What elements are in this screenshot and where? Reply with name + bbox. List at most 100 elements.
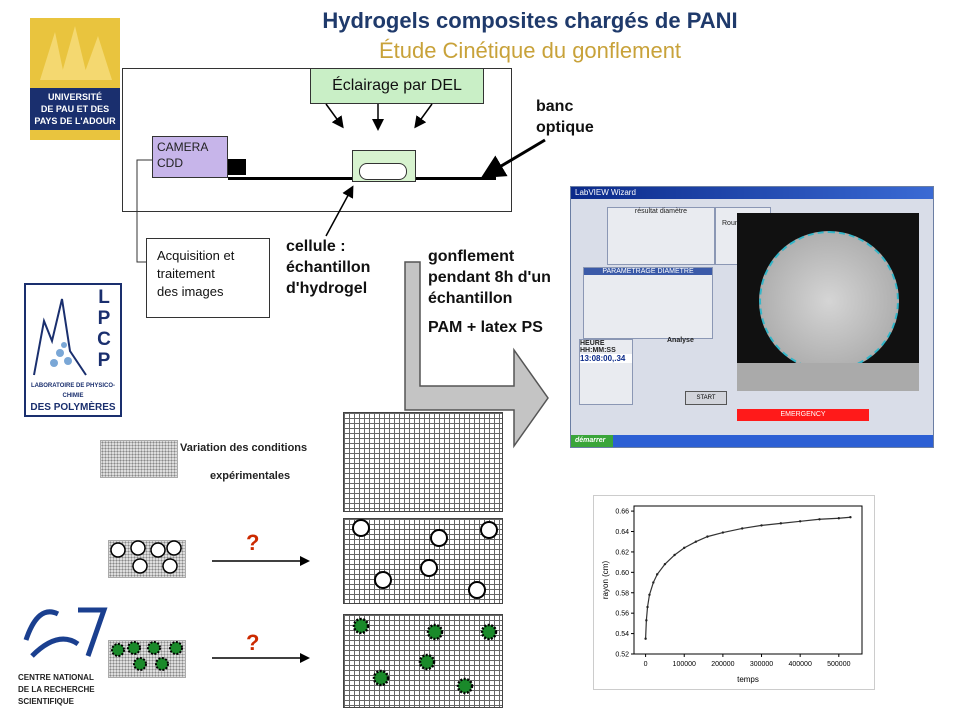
uppa-logo: UNIVERSITÉ DE PAU ET DES PAYS DE L'ADOUR xyxy=(30,18,120,140)
acquisition-line-3: des images xyxy=(157,284,224,299)
start-button-label: START xyxy=(696,395,716,401)
cell-label-1: cellule : xyxy=(286,238,346,255)
x-tick-label: 100000 xyxy=(673,661,696,668)
y-tick-label: 0.60 xyxy=(615,570,629,577)
y-tick-label: 0.52 xyxy=(615,652,629,659)
taskbar: démarrer xyxy=(571,435,933,447)
data-point xyxy=(779,522,783,525)
uppa-caption: UNIVERSITÉ DE PAU ET DES PAYS DE L'ADOUR xyxy=(30,88,120,130)
hydrogel-sample-plain xyxy=(100,440,178,478)
white-particles-large xyxy=(352,519,498,599)
question-mark-1: ? xyxy=(246,530,260,555)
led-arrow-right xyxy=(414,103,433,129)
analyse-panel: Analyse START xyxy=(645,337,727,407)
green-particles-large xyxy=(352,617,498,695)
uppa-line-2: DE PAU ET DES xyxy=(40,104,110,114)
y-tick-label: 0.54 xyxy=(615,631,629,638)
result-panel: résultat diamètre xyxy=(607,207,715,265)
swelling-label-3: échantillon xyxy=(428,290,513,307)
labview-window-title: LabVIEW Wizard xyxy=(575,188,636,197)
x-tick-label: 500000 xyxy=(827,661,850,668)
data-point xyxy=(849,516,852,519)
variation-label-1: Variation des conditions xyxy=(180,442,308,454)
swelling-label-1: gonflement xyxy=(428,248,515,265)
led-label: Éclairage par DEL xyxy=(332,77,462,94)
start-button[interactable]: START xyxy=(685,391,727,405)
green-particles-small xyxy=(111,641,183,671)
data-point xyxy=(645,619,648,622)
data-point xyxy=(646,605,649,609)
x-tick-label: 300000 xyxy=(750,661,773,668)
page-title: Hydrogels composites chargés de PANI xyxy=(322,8,738,33)
param-panel: PARAMETRAGE DIAMETRE xyxy=(583,267,713,339)
data-point xyxy=(648,593,651,596)
arrow-2 xyxy=(212,653,310,663)
data-point xyxy=(818,518,821,521)
x-axis-label: temps xyxy=(737,675,759,684)
lpcp-caption-1: LABORATOIRE DE PHYSICO-CHIMIE xyxy=(30,383,116,399)
data-point xyxy=(663,562,667,566)
camera-to-acquisition-wire xyxy=(136,159,152,263)
y-tick-label: 0.58 xyxy=(615,590,629,597)
data-point xyxy=(741,527,744,530)
image-base xyxy=(737,363,919,391)
labview-window: LabVIEW Wizard résultat diamètre Roundne… xyxy=(570,186,934,448)
led-label-box: Éclairage par DEL xyxy=(310,68,484,104)
uppa-line-1: UNIVERSITÉ xyxy=(47,92,102,102)
cnrs-caption-2: DE LA RECHERCHE xyxy=(18,685,95,694)
emergency-label: EMERGENCY xyxy=(780,411,826,418)
acquisition-box: Acquisition et traitement des images xyxy=(146,238,270,318)
y-tick-label: 0.66 xyxy=(615,509,629,516)
lpcp-letters: L P C P xyxy=(92,287,116,371)
cnrs-caption-3: SCIENTIFIQUE xyxy=(18,697,75,706)
swelling-label: gonflement pendant 8h d'un échantillon P… xyxy=(428,246,551,338)
cell-label: cellule : échantillon d'hydrogel xyxy=(286,236,370,299)
bench-label-1: banc xyxy=(536,98,574,115)
bench-label-2: optique xyxy=(536,119,594,136)
param-title: PARAMETRAGE DIAMETRE xyxy=(584,268,712,275)
start-menu-button[interactable]: démarrer xyxy=(571,435,613,447)
variation-label: Variation des conditions expérimentales xyxy=(180,442,346,482)
y-tick-label: 0.56 xyxy=(615,611,629,618)
data-point xyxy=(694,540,698,543)
led-arrow-left xyxy=(325,103,344,129)
page-subtitle: Étude Cinétique du gonflement xyxy=(378,38,682,63)
data-point xyxy=(706,535,709,538)
data-point xyxy=(760,524,763,527)
lpcp-caption: LABORATOIRE DE PHYSICO-CHIMIE DES POLYMÈ… xyxy=(26,381,120,415)
y-tick-label: 0.64 xyxy=(615,529,629,536)
acquisition-line-1: Acquisition et xyxy=(157,248,235,263)
lpcp-letter-p2: P xyxy=(97,350,111,371)
setup-arrows xyxy=(136,103,549,449)
lpcp-letter-l: L xyxy=(98,287,110,308)
question-mark-2: ? xyxy=(246,630,260,655)
cnrs-logo: CENTRE NATIONAL DE LA RECHERCHE SCIENTIF… xyxy=(18,600,118,712)
x-tick-label: 400000 xyxy=(788,661,811,668)
cnrs-emblem-icon xyxy=(23,607,108,658)
sample-disc xyxy=(759,231,899,371)
acquisition-line-2: traitement xyxy=(157,266,215,281)
data-point xyxy=(798,520,802,523)
lpcp-letter-p: P xyxy=(97,308,111,329)
camera-lens xyxy=(228,159,246,175)
data-point xyxy=(652,581,655,584)
lpcp-mountain-icon xyxy=(33,298,87,376)
data-point xyxy=(673,553,676,557)
cnrs-caption: CENTRE NATIONAL DE LA RECHERCHE SCIENTIF… xyxy=(18,672,118,708)
swollen-gel-plain xyxy=(343,412,503,512)
camera-box: CAMERA CDD xyxy=(152,136,228,178)
uppa-line-3: PAYS DE L'ADOUR xyxy=(34,116,116,126)
data-point xyxy=(644,637,647,640)
y-tick-label: 0.62 xyxy=(615,549,629,556)
bench-label: banc optique xyxy=(536,96,594,138)
variation-label-2: expérimentales xyxy=(210,470,291,482)
chart-frame xyxy=(633,505,863,655)
arrow-1 xyxy=(212,556,310,566)
series-line xyxy=(644,516,851,639)
hour-value: 13:08:00,.34 xyxy=(580,354,632,363)
lpcp-logo: L P C P LABORATOIRE DE PHYSICO-CHIMIE DE… xyxy=(24,283,122,417)
swelling-label-2: pendant 8h d'un xyxy=(428,269,551,286)
cnrs-caption-1: CENTRE NATIONAL xyxy=(18,673,94,682)
emergency-button[interactable]: EMERGENCY xyxy=(737,409,869,421)
